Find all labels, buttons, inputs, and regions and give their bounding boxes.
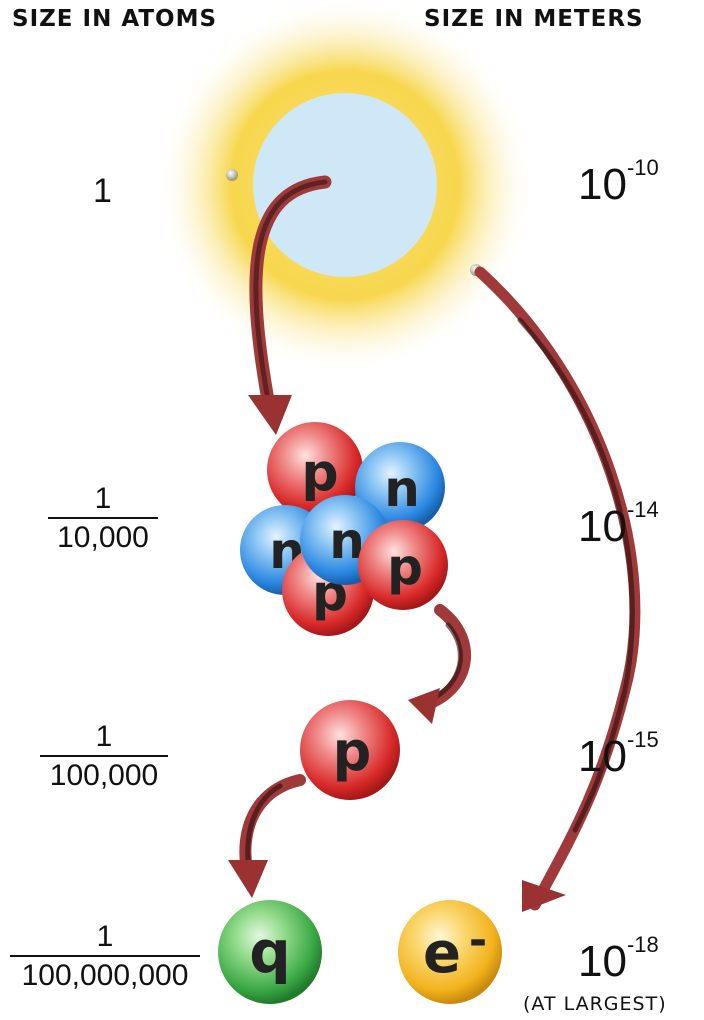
fraction-numerator: 1: [94, 482, 112, 515]
arrow-atom-to-electron: [474, 266, 641, 912]
arrow-nucleus-to-proton: [408, 604, 471, 724]
proton-label: p: [387, 538, 423, 596]
fraction-denominator: 100,000: [49, 759, 159, 792]
proton-label: p: [301, 443, 338, 503]
meters-exponent: -14: [626, 497, 659, 522]
atoms-fraction-row4: 1 100,000,000: [10, 922, 200, 991]
electron-ball: e -: [398, 900, 502, 1004]
atoms-value-row1: 1: [93, 172, 112, 210]
proton-label: p: [333, 720, 372, 783]
single-proton: p: [300, 700, 400, 800]
fraction-bar: [48, 517, 158, 519]
header-size-in-atoms: SIZE IN ATOMS: [12, 6, 218, 32]
meters-value-row2: 10-14: [578, 499, 659, 551]
meters-value-row1: 10-10: [578, 157, 659, 209]
meters-base: 10: [578, 160, 627, 209]
atom-nucleus-region: [253, 93, 437, 277]
meters-base: 10: [578, 937, 627, 986]
proton-ball-top: p: [267, 422, 363, 518]
arrow-atom-to-nucleus: [248, 175, 332, 435]
electron-dot-left: [226, 169, 238, 181]
meters-exponent: -15: [626, 727, 659, 752]
meters-note-at-largest: (AT LARGEST): [523, 993, 667, 1015]
header-size-in-meters: SIZE IN METERS: [424, 6, 644, 32]
meters-exponent: -18: [626, 932, 659, 957]
nucleus-cluster: p n n p n p: [240, 422, 448, 636]
fraction-numerator: 1: [95, 720, 113, 753]
meters-value-row3: 10-15: [578, 729, 659, 781]
proton-ball-right: p: [358, 520, 448, 610]
fraction-numerator: 1: [96, 920, 114, 953]
neutron-label: n: [384, 460, 420, 518]
meters-base: 10: [578, 732, 627, 781]
fraction-bar: [10, 955, 200, 957]
fraction-bar: [40, 755, 168, 757]
arrow-proton-to-quark: [228, 774, 306, 898]
fraction-denominator: 100,000,000: [21, 959, 189, 992]
quark-ball: q: [218, 900, 322, 1004]
meters-exponent: -10: [626, 155, 659, 180]
atoms-fraction-row2: 1 10,000: [48, 484, 158, 553]
meters-base: 10: [578, 502, 627, 551]
quark-label: q: [249, 918, 291, 986]
electron-label: e: [423, 921, 461, 986]
atoms-fraction-row3: 1 100,000: [40, 722, 168, 791]
meters-value-row4: 10-18: [578, 934, 659, 986]
fraction-denominator: 10,000: [57, 521, 149, 554]
electron-charge-label: -: [469, 915, 487, 966]
